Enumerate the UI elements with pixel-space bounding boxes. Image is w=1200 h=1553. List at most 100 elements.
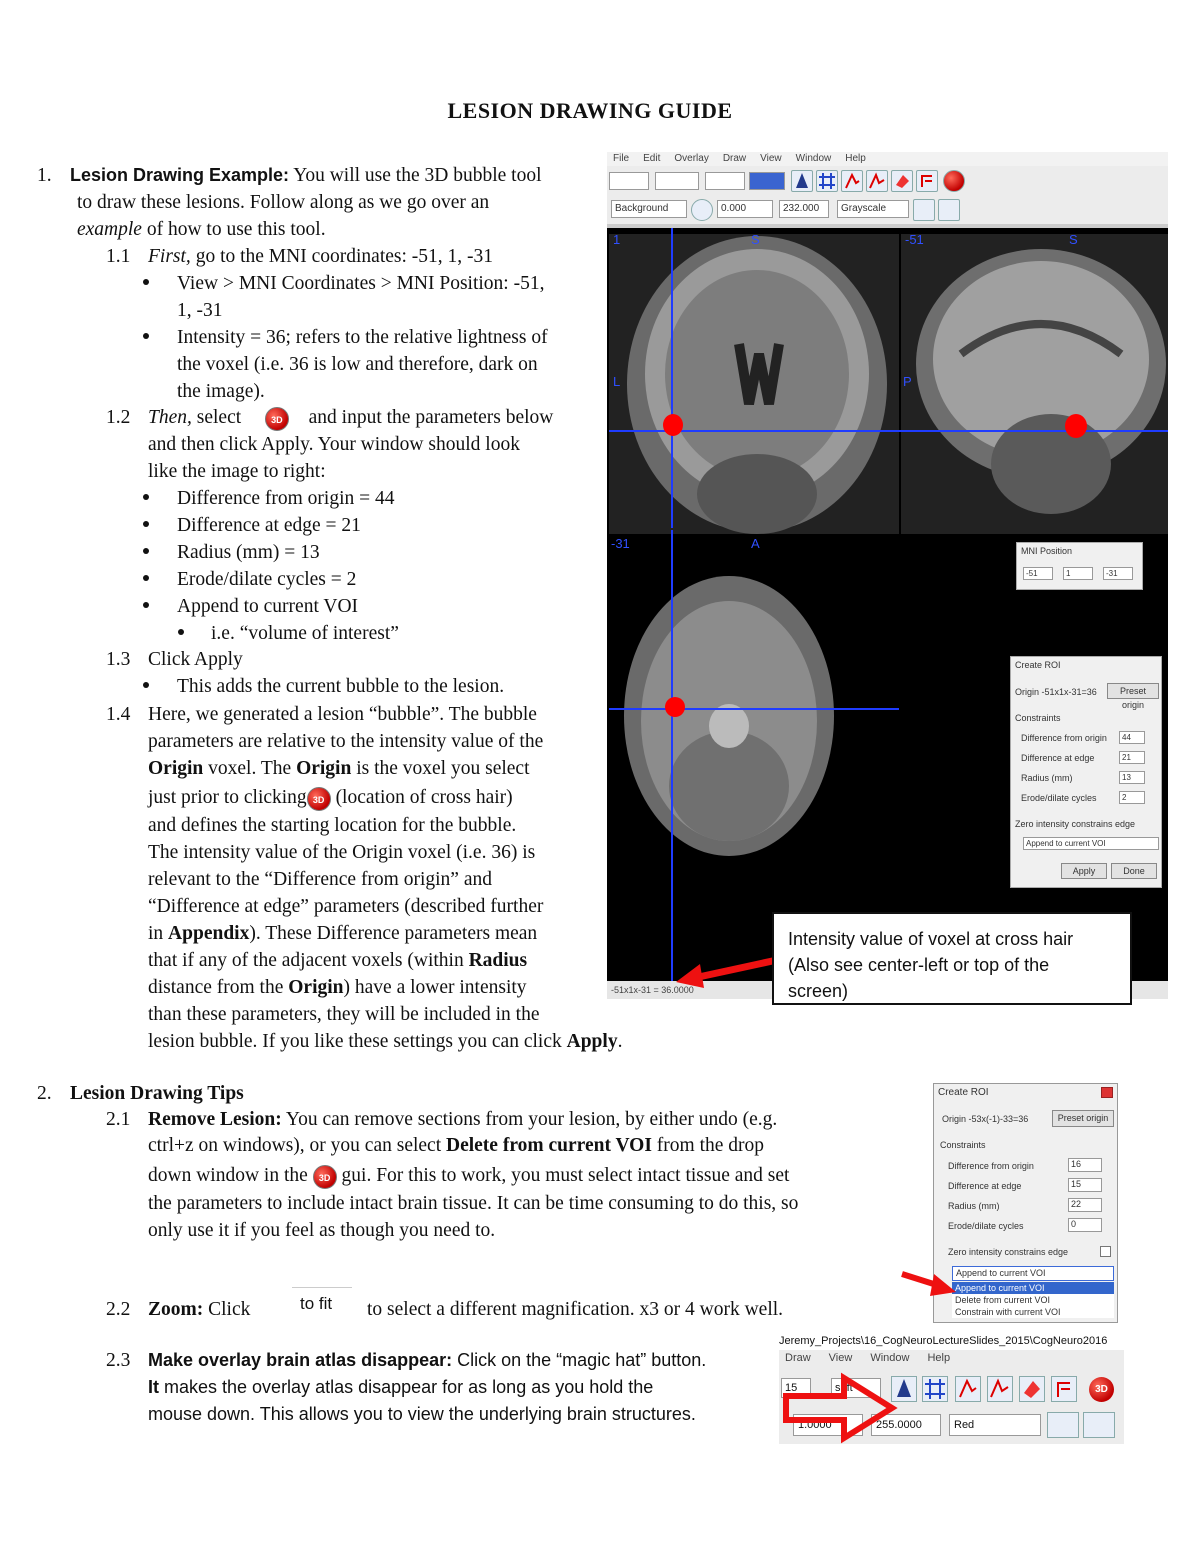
min-field[interactable]: 0.000	[717, 200, 773, 218]
subsection-number: 1.1	[106, 246, 131, 267]
view-icon[interactable]	[938, 199, 960, 221]
fill-pen-icon[interactable]	[866, 170, 888, 192]
subsection-number: 1.2	[106, 407, 131, 428]
text: This adds the current bubble to the lesi…	[177, 676, 505, 697]
spin-field[interactable]	[609, 172, 649, 190]
magic-hat-icon[interactable]	[891, 1376, 917, 1402]
radius-field[interactable]: 13	[1119, 771, 1145, 784]
red-arrow	[901, 1271, 956, 1296]
preset-origin-button[interactable]: Preset origin	[1107, 683, 1159, 710]
spin-field[interactable]	[655, 172, 699, 190]
apply-button[interactable]: Apply	[1061, 863, 1107, 879]
text-line: ctrl+z on windows), or you can select De…	[148, 1132, 764, 1159]
menu-item[interactable]: View	[760, 153, 782, 164]
difference-origin-field[interactable]: 44	[1119, 731, 1145, 744]
param-label: Difference at edge	[1021, 753, 1095, 763]
crosshair-icon[interactable]	[816, 170, 838, 192]
param-label: Erode/dilate cycles	[1021, 793, 1097, 803]
menu-item[interactable]: Help	[927, 1352, 951, 1364]
text: go to the MNI coordinates: -51, 1, -31	[195, 246, 494, 267]
orientation-label: -31	[611, 536, 630, 551]
mode-select[interactable]: Append to current VOI	[1023, 837, 1159, 850]
eraser-icon[interactable]	[891, 170, 913, 192]
text: Remove Lesion:	[148, 1109, 282, 1130]
param-label: Radius (mm)	[1021, 773, 1073, 783]
orientation-label: -51	[905, 232, 924, 247]
dropdown-option[interactable]: Constrain with current VOI	[952, 1306, 1114, 1318]
fill-pen-icon[interactable]	[987, 1376, 1013, 1402]
sagittal-view[interactable]	[901, 234, 1168, 534]
dropdown-option[interactable]: Append to current VOI	[952, 1282, 1114, 1294]
eraser-icon[interactable]	[1019, 1376, 1045, 1402]
bullet	[143, 548, 149, 554]
colormap-select[interactable]: Red	[949, 1414, 1041, 1436]
fill-icon[interactable]	[1051, 1376, 1077, 1402]
fill-icon[interactable]	[916, 170, 938, 192]
difference-edge-field[interactable]: 21	[1119, 751, 1145, 764]
preset-origin-button[interactable]: Preset origin	[1052, 1110, 1114, 1127]
3d-bubble-icon[interactable]	[943, 170, 965, 192]
text: only use it if you feel as though you ne…	[148, 1220, 496, 1241]
max-field[interactable]: 232.000	[779, 200, 829, 218]
text: Difference from origin = 44	[177, 488, 395, 509]
radius-field[interactable]: 22	[1068, 1198, 1102, 1212]
menu-item[interactable]: Overlay	[674, 153, 709, 164]
mode-select[interactable]: Append to current VOI	[952, 1266, 1114, 1281]
colormap-select[interactable]: Grayscale	[837, 200, 909, 218]
text: First,	[148, 246, 191, 267]
text: Origin	[148, 758, 204, 779]
menu-item[interactable]: Draw	[785, 1352, 811, 1364]
to-fit-button[interactable]: to fit	[292, 1287, 352, 1319]
text: Then,	[148, 407, 192, 428]
coronal-view[interactable]	[609, 234, 899, 534]
param-label: Erode/dilate cycles	[948, 1221, 1024, 1231]
menu-item[interactable]: Edit	[643, 153, 661, 164]
section-number: 2.	[37, 1083, 52, 1104]
mni-x-field[interactable]: -51	[1023, 567, 1053, 580]
orientation-label: S	[751, 232, 760, 247]
bullet	[143, 279, 149, 285]
menu-item[interactable]: View	[828, 1352, 853, 1364]
menu-item[interactable]: Window	[870, 1352, 910, 1364]
axial-view[interactable]	[609, 536, 899, 981]
background-select[interactable]: Background	[611, 200, 687, 218]
layout-icon[interactable]	[1047, 1412, 1079, 1438]
contrast-icon[interactable]	[691, 199, 713, 221]
spin-field[interactable]	[705, 172, 745, 190]
menu-item[interactable]: Draw	[722, 153, 747, 164]
toolbar-screenshot: Jeremy_Projects\16_CogNeuroLectureSlides…	[779, 1332, 1124, 1444]
text: to draw these lesions. Follow along as w…	[77, 192, 490, 213]
mni-y-field[interactable]: 1	[1063, 567, 1093, 580]
text: parameters are relative to the intensity…	[148, 731, 544, 752]
difference-origin-field[interactable]: 16	[1068, 1158, 1102, 1172]
red-hollow-arrow	[783, 1372, 898, 1444]
menu-bar: File Edit Overlay Draw View Window Help	[607, 152, 1168, 166]
zoom-select[interactable]	[749, 172, 785, 190]
3d-bubble-icon[interactable]: 3D	[1089, 1377, 1114, 1402]
view-icon[interactable]	[1083, 1412, 1115, 1438]
difference-edge-field[interactable]: 15	[1068, 1178, 1102, 1192]
text: than these parameters, they will be incl…	[148, 1004, 540, 1025]
mni-z-field[interactable]: -31	[1103, 567, 1133, 580]
magic-hat-icon[interactable]	[791, 170, 813, 192]
crosshair-icon[interactable]	[922, 1376, 948, 1402]
pen-icon[interactable]	[955, 1376, 981, 1402]
subsection-number: 2.2	[106, 1299, 131, 1320]
text: The intensity value of the Origin voxel …	[148, 842, 536, 863]
menu-item[interactable]: Window	[795, 153, 832, 164]
close-icon[interactable]	[1101, 1087, 1113, 1098]
menu-item[interactable]: Help	[845, 153, 866, 164]
menu-item[interactable]: File	[613, 153, 630, 164]
done-button[interactable]: Done	[1111, 863, 1157, 879]
erode-dilate-field[interactable]: 2	[1119, 791, 1145, 804]
text: the parameters to include intact brain t…	[148, 1193, 799, 1214]
text: ). These Difference parameters mean	[249, 923, 538, 944]
dropdown-option[interactable]: Delete from current VOI	[952, 1294, 1114, 1306]
param-label: Difference at edge	[948, 1181, 1022, 1191]
erode-dilate-field[interactable]: 0	[1068, 1218, 1102, 1232]
pen-icon[interactable]	[841, 170, 863, 192]
max-field[interactable]: 255.0000	[871, 1414, 941, 1436]
layout-icon[interactable]	[913, 199, 935, 221]
zero-intensity-checkbox[interactable]	[1100, 1246, 1111, 1257]
axial-brain-image	[624, 576, 834, 856]
